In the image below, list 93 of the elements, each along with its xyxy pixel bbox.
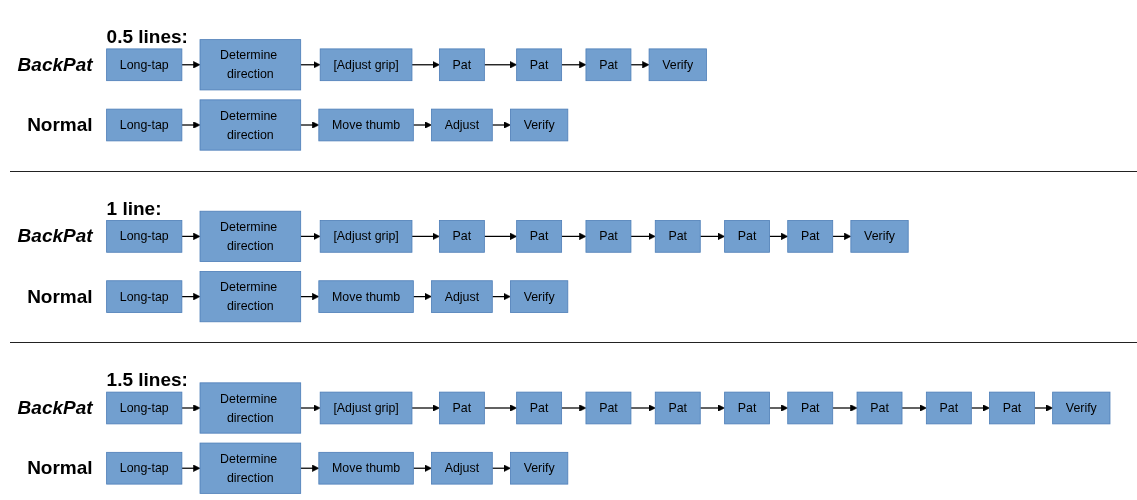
arrow bbox=[483, 61, 517, 69]
node-box bbox=[318, 108, 414, 142]
arrow bbox=[411, 232, 440, 240]
arrow bbox=[181, 61, 201, 69]
arrow bbox=[630, 404, 656, 412]
node-box bbox=[431, 280, 493, 313]
row-label: BackPat bbox=[17, 53, 93, 76]
arrow bbox=[412, 293, 432, 301]
row-label: BackPat bbox=[17, 397, 93, 419]
arrow bbox=[491, 464, 511, 472]
row-label: Normal bbox=[27, 457, 93, 480]
node-box bbox=[787, 391, 834, 425]
node-box bbox=[510, 108, 569, 142]
node-box bbox=[431, 108, 493, 142]
arrow bbox=[181, 404, 201, 412]
arrow bbox=[901, 404, 927, 412]
node-box bbox=[516, 220, 563, 253]
arrow bbox=[699, 232, 725, 240]
arrow bbox=[300, 61, 321, 69]
node-box bbox=[585, 220, 632, 253]
node-box bbox=[319, 391, 413, 425]
node-box bbox=[510, 451, 569, 485]
node-box bbox=[585, 48, 632, 82]
arrow bbox=[768, 232, 789, 240]
arrow bbox=[483, 404, 517, 412]
arrow bbox=[181, 232, 201, 240]
node-box bbox=[654, 391, 701, 425]
arrow bbox=[630, 61, 650, 69]
node-box bbox=[318, 280, 414, 313]
node-box bbox=[199, 382, 302, 434]
arrow bbox=[832, 404, 858, 412]
arrow bbox=[300, 404, 321, 412]
arrow bbox=[412, 464, 432, 472]
arrow bbox=[412, 121, 432, 129]
arrow bbox=[630, 232, 656, 240]
node-box bbox=[106, 451, 183, 485]
arrow bbox=[300, 464, 320, 472]
arrow bbox=[181, 121, 201, 129]
node-box bbox=[989, 391, 1035, 425]
arrow bbox=[832, 232, 852, 240]
node-box bbox=[439, 220, 485, 253]
row-label: BackPat bbox=[17, 225, 93, 248]
node-box bbox=[318, 451, 414, 485]
node-box bbox=[850, 220, 909, 253]
node-box bbox=[516, 48, 563, 82]
node-box bbox=[199, 99, 302, 151]
node-box bbox=[106, 108, 183, 142]
node-box bbox=[199, 271, 302, 323]
node-box bbox=[585, 391, 632, 425]
arrow bbox=[300, 232, 321, 240]
arrow bbox=[181, 293, 201, 301]
arrow bbox=[491, 293, 511, 301]
arrow bbox=[561, 61, 587, 69]
section-heading: 1 line: bbox=[106, 197, 162, 220]
node-box bbox=[439, 48, 485, 82]
node-box bbox=[439, 391, 485, 425]
node-box bbox=[199, 210, 302, 262]
node-box bbox=[724, 220, 770, 253]
node-box bbox=[856, 391, 903, 425]
row-label: Normal bbox=[27, 114, 93, 136]
row-label: Normal bbox=[27, 285, 93, 308]
node-box bbox=[319, 48, 413, 82]
node-box bbox=[106, 220, 183, 253]
node-box bbox=[787, 220, 834, 253]
node-box bbox=[516, 391, 563, 425]
node-box bbox=[431, 451, 493, 485]
node-box bbox=[319, 220, 413, 253]
arrow bbox=[411, 404, 440, 412]
arrow bbox=[699, 404, 725, 412]
arrow bbox=[181, 464, 201, 472]
section-heading: 0.5 lines: bbox=[106, 25, 188, 48]
node-box bbox=[106, 48, 183, 82]
node-box bbox=[199, 39, 302, 91]
arrow bbox=[491, 121, 511, 129]
node-box bbox=[1052, 391, 1111, 425]
node-box bbox=[724, 391, 770, 425]
arrow bbox=[768, 404, 789, 412]
node-box bbox=[648, 48, 707, 82]
arrow bbox=[483, 232, 517, 240]
node-box bbox=[199, 442, 302, 494]
arrow bbox=[300, 293, 320, 301]
node-box bbox=[106, 280, 183, 313]
node-box bbox=[510, 280, 569, 313]
node-box bbox=[925, 391, 972, 425]
section-heading: 1.5 lines: bbox=[106, 369, 188, 392]
arrow bbox=[411, 61, 440, 69]
arrow bbox=[970, 404, 990, 412]
arrow bbox=[561, 404, 587, 412]
arrow bbox=[1033, 404, 1053, 412]
arrow bbox=[561, 232, 587, 240]
node-box bbox=[106, 391, 183, 425]
node-box bbox=[654, 220, 701, 253]
arrow bbox=[300, 121, 320, 129]
